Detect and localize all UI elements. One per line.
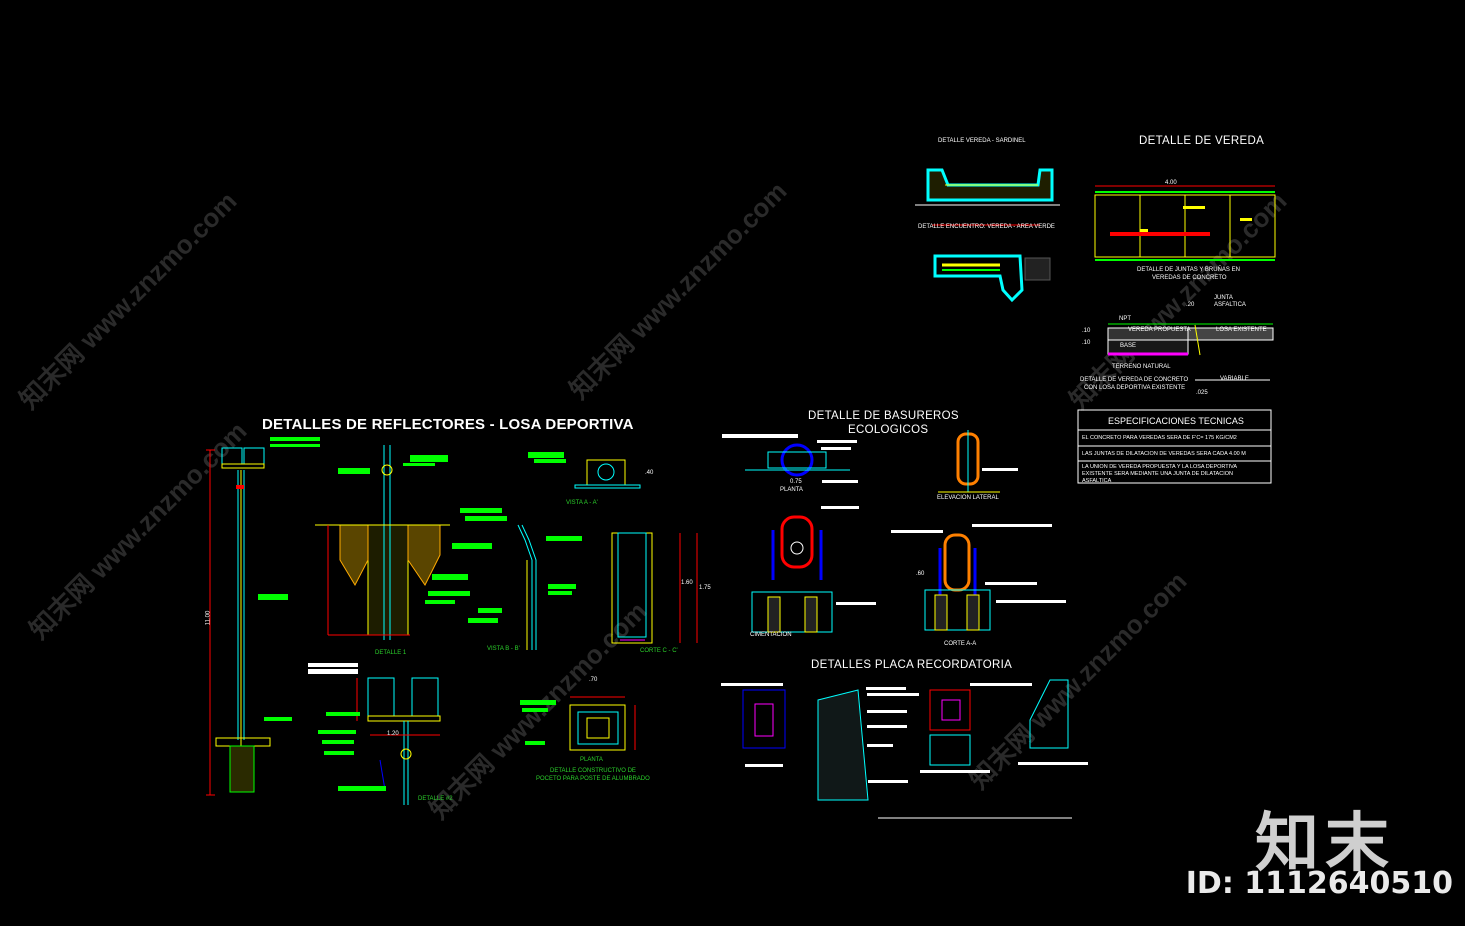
label-pocito-1: DETALLE CONSTRUCTIVO DE	[550, 768, 636, 774]
label-encuentro: DETALLE ENCUENTRO: VEREDA - AREA VERDE	[918, 224, 1055, 230]
dim-400: 4.00	[1165, 180, 1177, 186]
spec-1: EL CONCRETO PARA VEREDAS SERA DE F'C= 17…	[1082, 435, 1237, 441]
label-junta-1: JUNTA	[1214, 295, 1233, 301]
label-vista-bb: VISTA B - B'	[487, 646, 520, 652]
label-planta-basurero: PLANTA	[780, 487, 803, 493]
title-placa: DETALLES PLACA RECORDATORIA	[811, 659, 1013, 671]
dim-160: 1.60	[681, 580, 693, 586]
spec-2: LAS JUNTAS DE DILATACION DE VEREDAS SERA…	[1082, 451, 1246, 457]
dim-075: 0.75	[790, 479, 802, 485]
label-pocito-2: POCETO PARA POSTE DE ALUMBRADO	[536, 776, 650, 782]
label-corte-aa: CORTE A-A	[944, 641, 977, 647]
label-vereda-conc-2: CON LOSA DEPORTIVA EXISTENTE	[1084, 385, 1186, 391]
label-losa-existente: LOSA EXISTENTE	[1216, 327, 1267, 333]
label-vereda-conc-1: DETALLE DE VEREDA DE CONCRETO	[1080, 377, 1189, 383]
dim-060: .60	[916, 571, 925, 577]
label-juntas-1: DETALLE DE JUNTAS Y BRUÑAS EN	[1137, 267, 1240, 273]
corte-cc	[611, 532, 698, 644]
label-elevacion-lateral: ELEVACION LATERAL	[937, 495, 999, 501]
vereda-juntas	[1094, 185, 1276, 261]
title-especificaciones: ESPECIFICACIONES TECNICAS	[1108, 416, 1244, 426]
spec-3: LA UNION DE VEREDA PROPUESTA Y LA LOSA D…	[1082, 464, 1237, 484]
label-juntas-2: VEREDAS DE CONCRETO	[1152, 275, 1227, 281]
pocito-planta	[569, 696, 636, 751]
label-vista-aa: VISTA A - A'	[566, 500, 598, 506]
detail-2	[356, 677, 441, 805]
title-basureros-2: ECOLOGICOS	[848, 424, 929, 436]
label-detalle-1: DETALLE 1	[375, 650, 407, 656]
dim-20: .20	[1186, 302, 1195, 308]
label-planta: PLANTA	[580, 757, 603, 763]
detail-1-tags	[338, 455, 507, 623]
label-npt: NPT	[1119, 316, 1131, 322]
vereda-losa	[1107, 323, 1274, 381]
spec-table	[1077, 409, 1272, 484]
vista-bb	[517, 524, 537, 650]
title-reflectores: DETALLES DE REFLECTORES - LOSA DEPORTIVA	[262, 416, 634, 433]
watermark-brand: 知末	[1255, 807, 1395, 881]
title-vereda: DETALLE DE VEREDA	[1139, 135, 1265, 147]
placa-recordatoria	[742, 679, 1072, 819]
dim-025: .025	[1196, 390, 1208, 396]
label-terreno: TERRENO NATURAL	[1112, 364, 1171, 370]
dim-10b: .10	[1082, 340, 1091, 346]
label-junta-2: ASFALTICA	[1214, 302, 1246, 308]
watermark-id: ID: 1112640510	[1185, 866, 1453, 901]
label-detalle-2: DETALLE #2	[418, 796, 453, 802]
label-corte-cc: CORTE C - C'	[640, 648, 678, 654]
title-basureros-1: DETALLE DE BASUREROS	[808, 410, 959, 422]
reflector-tags	[236, 437, 320, 721]
dim-140: .40	[645, 470, 654, 476]
dim-175: 1.75	[699, 585, 711, 591]
dim-120: 1.20	[387, 731, 399, 737]
label-vereda-sardinel: DETALLE VEREDA - SARDINEL	[938, 138, 1026, 144]
vista-aa	[574, 459, 641, 489]
detail-1	[315, 445, 450, 640]
dim-10a: .10	[1082, 328, 1091, 334]
vereda-sardinel	[915, 168, 1060, 226]
dim-070: .70	[589, 677, 598, 683]
label-cimentacion: CIMENTACION	[750, 632, 792, 638]
label-base: BASE	[1120, 343, 1137, 349]
label-vereda-prop: VEREDA PROPUESTA	[1128, 327, 1191, 333]
reflector-pole	[206, 447, 271, 796]
basureros	[745, 430, 1000, 633]
dim-pole-height: 11.00	[205, 610, 212, 626]
label-variable: VARIABLE	[1220, 376, 1249, 382]
vereda-encuentro	[933, 254, 1051, 303]
